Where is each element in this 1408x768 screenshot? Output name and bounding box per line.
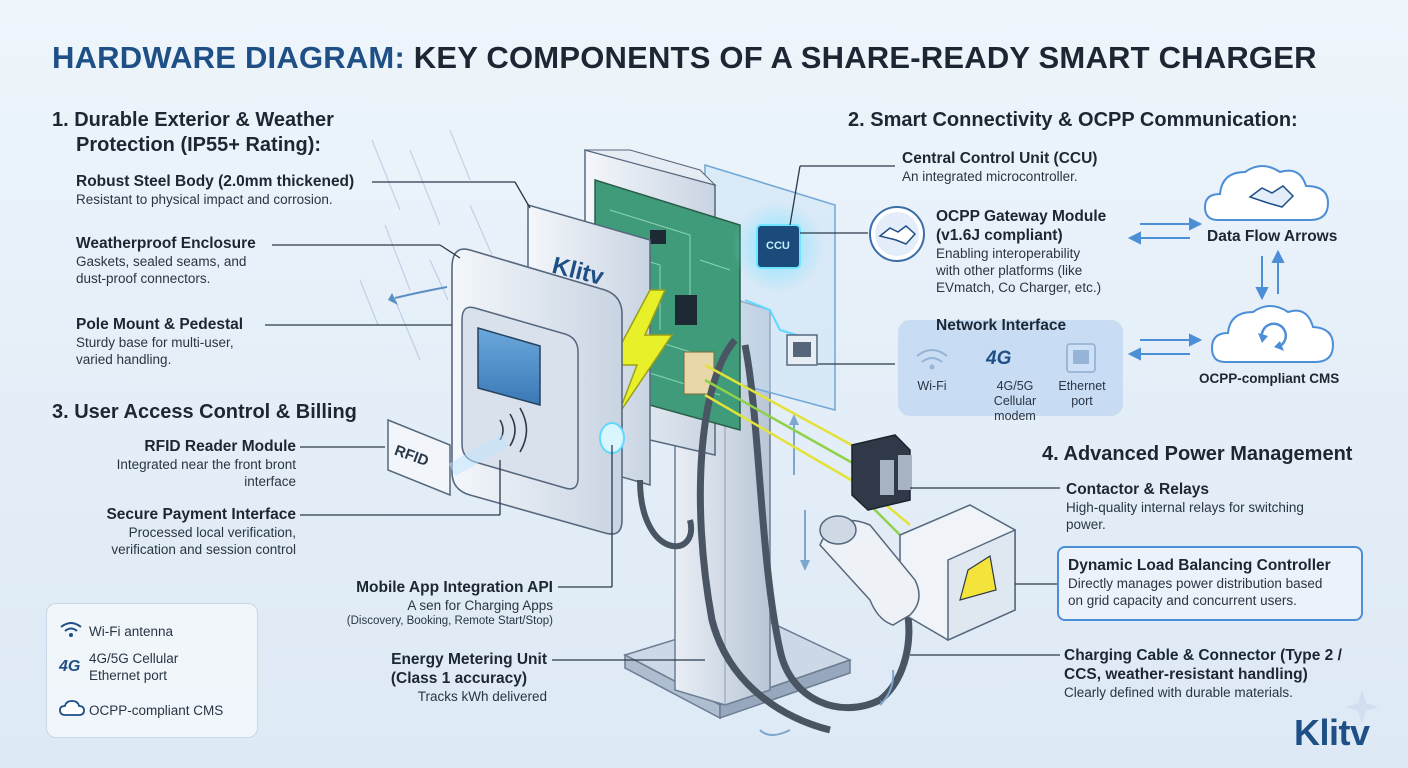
cellular-4g-icon: 4G bbox=[986, 348, 1012, 369]
cms-label: OCPP-compliant CMS bbox=[1199, 371, 1340, 386]
data-flow-arrow-shapes bbox=[1127, 217, 1285, 361]
label-weatherproof: Weatherproof Enclosure Gaskets, sealed s… bbox=[76, 235, 256, 286]
legend-cms: OCPP-compliant CMS bbox=[59, 700, 223, 721]
leader-lines bbox=[265, 165, 1060, 661]
rain-streaks bbox=[359, 129, 493, 361]
cloud-icon bbox=[59, 700, 89, 721]
section-2-heading: 2. Smart Connectivity & OCPP Communicati… bbox=[848, 109, 1298, 131]
network-interface-panel bbox=[898, 320, 1123, 416]
dlb-highlight-box bbox=[1057, 546, 1363, 621]
label-mobile-app-api: Mobile App Integration API A sen for Cha… bbox=[346, 579, 553, 627]
label-contactor: Contactor & Relays High-quality internal… bbox=[1066, 481, 1304, 532]
cellular-4g-icon: 4G bbox=[59, 658, 81, 675]
section-3-heading: 3. User Access Control & Billing bbox=[52, 401, 357, 423]
label-rfid-reader: RFID Reader Module Integrated near the f… bbox=[116, 438, 296, 489]
label-energy-meter: Energy Metering Unit (Class 1 accuracy) … bbox=[390, 651, 547, 704]
network-wifi-label: Wi-Fi bbox=[917, 379, 947, 393]
label-ocpp-gateway: OCPP Gateway Module (v1.6J compliant) En… bbox=[936, 208, 1107, 295]
page-title: HARDWARE DIAGRAM: KEY COMPONENTS OF A SH… bbox=[52, 40, 1317, 76]
network-cellular-label: 4G/5G Cellular modem bbox=[993, 379, 1037, 423]
section-4-heading: 4. Advanced Power Management bbox=[1042, 443, 1353, 465]
ccu-chip-label: CCU bbox=[766, 240, 790, 252]
label-dlb: Dynamic Load Balancing Controller Direct… bbox=[1068, 557, 1331, 608]
label-ccu: Central Control Unit (CCU) An integrated… bbox=[902, 150, 1098, 184]
brand-logo: Klitv bbox=[1294, 712, 1370, 753]
cms-cloud-bottom bbox=[1210, 305, 1335, 363]
network-interface-title: Network Interface bbox=[936, 317, 1067, 334]
title-rest: KEY COMPONENTS OF A SHARE-READY SMART CH… bbox=[404, 40, 1317, 75]
network-ethernet-label: Ethernet port bbox=[1058, 379, 1106, 408]
section-1-heading: 1. Durable Exterior & Weather Protection… bbox=[52, 109, 334, 156]
wifi-icon bbox=[59, 620, 89, 643]
legend-box: Wi-Fi antenna 4G 4G/5G Cellular Ethernet… bbox=[46, 603, 258, 738]
label-secure-payment: Secure Payment Interface Processed local… bbox=[106, 506, 296, 557]
label-pole-mount: Pole Mount & Pedestal Sturdy base for mu… bbox=[76, 316, 244, 367]
legend-cellular: 4G 4G/5G Cellular Ethernet port bbox=[59, 651, 179, 683]
legend-wifi: Wi-Fi antenna bbox=[59, 620, 173, 643]
cms-cloud-top bbox=[1203, 165, 1330, 221]
data-flow-arrows-label: Data Flow Arrows bbox=[1207, 228, 1338, 245]
label-steel-body: Robust Steel Body (2.0mm thickened) Resi… bbox=[76, 173, 355, 207]
title-accent: HARDWARE DIAGRAM: bbox=[52, 40, 405, 75]
label-charging-cable: Charging Cable & Connector (Type 2 / CCS… bbox=[1064, 647, 1342, 700]
